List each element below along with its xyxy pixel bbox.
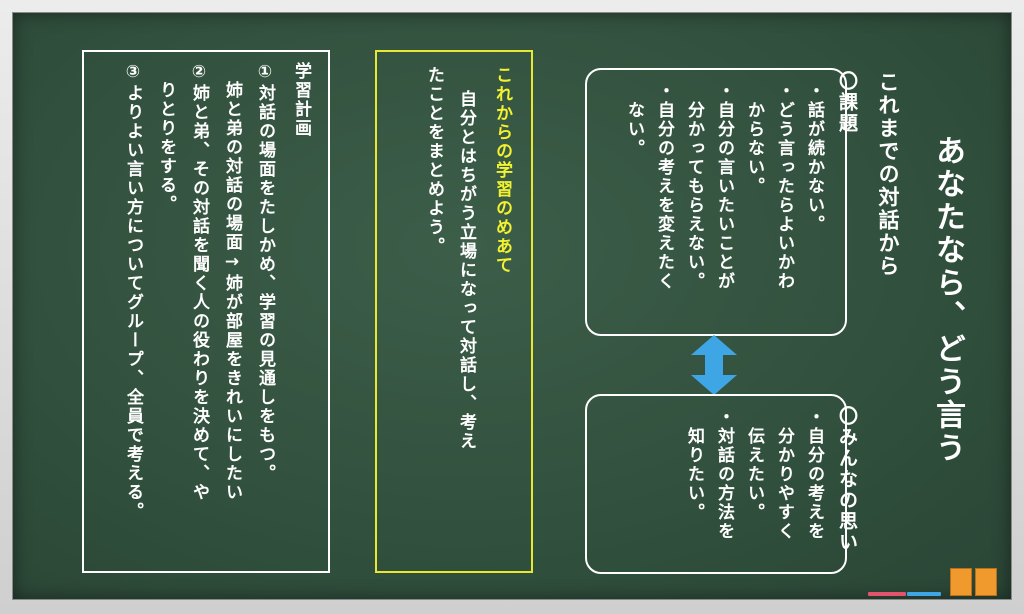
goal-line: たことをまとめよう。: [424, 66, 444, 256]
minna-line: 知りたい。: [684, 408, 704, 522]
plan-line: 姉と弟の対話の場面→姉が部屋をきれいにしたい: [222, 62, 242, 502]
plan-line: ③よりよい言い方についてグループ、全員で考える。: [123, 62, 143, 521]
kadai-heading: 〇課題: [836, 71, 858, 134]
plan-line: ②姉と弟、その対話を聞く人の役わりを決めて、や: [189, 62, 209, 502]
kadai-line: ない。: [624, 82, 644, 158]
minna-heading: 〇みんなの思い: [836, 406, 858, 553]
plan-box: 学習計画 ①対話の場面をたしかめ、学習の見通しをもつ。 姉と弟の対話の場面→姉が…: [82, 50, 330, 573]
kadai-line: からない。: [744, 82, 764, 196]
kadai-line: 分かってもらえない。: [684, 82, 704, 291]
subtitle: これまでの対話から: [876, 71, 900, 278]
kadai-line: ・話が続かない。: [804, 82, 824, 234]
kadai-line: ・自分の言いたいことが: [714, 82, 734, 291]
plan-heading: 学習計画: [291, 62, 311, 138]
kadai-box: ・話が続かない。 ・どう言ったらよいかわ からない。 ・自分の言いたいことが 分…: [585, 68, 847, 336]
minna-line: ・自分の考えを: [804, 408, 824, 541]
page-title: あなたなら、どう言う: [930, 135, 965, 465]
goal-heading: これからの学習のめあて: [492, 66, 512, 275]
blue-chalk: [907, 592, 941, 596]
chalkboard: あなたなら、どう言う これまでの対話から 〇課題 ・話が続かない。 ・どう言った…: [12, 12, 1012, 600]
goal-box: これからの学習のめあて 自分とはちがう立場になって対話し、考え たことをまとめよ…: [375, 50, 533, 573]
minna-line: 分かりやすく: [774, 408, 794, 541]
plan-line: ①対話の場面をたしかめ、学習の見通しをもつ。: [255, 62, 275, 483]
plan-line: りとりをする。: [156, 62, 176, 214]
goal-line: 自分とはちがう立場になって対話し、考え: [456, 90, 476, 451]
eraser-icon: [975, 568, 997, 596]
minna-line: 伝えたい。: [744, 408, 764, 522]
minna-line: ・対話の方法を: [714, 408, 734, 541]
kadai-line: ・どう言ったらよいかわ: [774, 82, 794, 291]
eraser-icon: [950, 568, 972, 596]
minna-box: ・自分の考えを 分かりやすく 伝えたい。 ・対話の方法を 知りたい。: [585, 394, 847, 574]
kadai-line: ・自分の考えを変えたく: [654, 82, 674, 291]
double-arrow-icon: [691, 335, 737, 395]
red-chalk: [868, 592, 906, 596]
